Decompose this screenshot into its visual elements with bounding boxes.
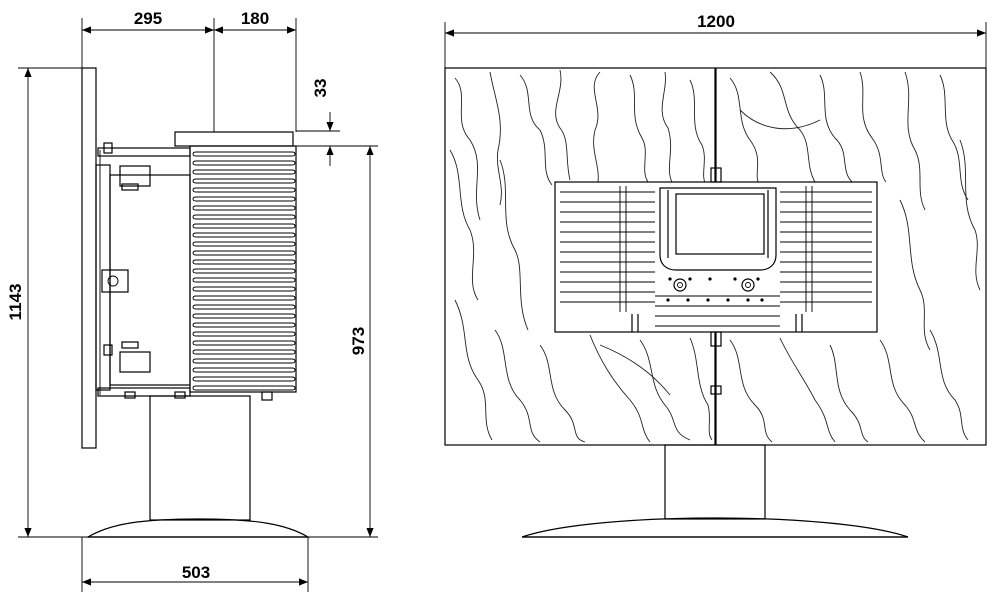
control-knob-icon	[741, 278, 755, 292]
control-knobs	[673, 278, 755, 292]
front-view	[444, 67, 987, 538]
dim-front-width: 1200	[697, 12, 735, 31]
stove-body	[189, 145, 297, 393]
stove-fins	[192, 151, 296, 391]
viewing-window	[659, 187, 777, 271]
dim-body-height: 973	[349, 327, 368, 355]
dim-total-height: 1143	[6, 284, 25, 321]
side-panel	[81, 67, 97, 449]
dim-base-width: 503	[182, 563, 210, 582]
dim-top-offset: 33	[311, 79, 330, 98]
front-pedestal-column	[664, 444, 766, 520]
dim-side-depth-front: 295	[134, 9, 162, 28]
control-knob-icon	[673, 278, 687, 292]
flue-collar	[174, 131, 294, 147]
pedestal-column	[149, 395, 251, 521]
side-view	[81, 67, 311, 538]
wall-bracket	[95, 142, 191, 397]
firebox-slats	[560, 186, 872, 327]
wood-grain	[449, 69, 981, 443]
indicator-dots	[666, 277, 764, 302]
front-pedestal-base	[521, 517, 909, 538]
dimension-lines: 295 180 33 1143 973 503 1200	[6, 9, 987, 592]
dim-side-depth-rear: 180	[241, 9, 269, 28]
pedestal-base	[85, 518, 311, 538]
